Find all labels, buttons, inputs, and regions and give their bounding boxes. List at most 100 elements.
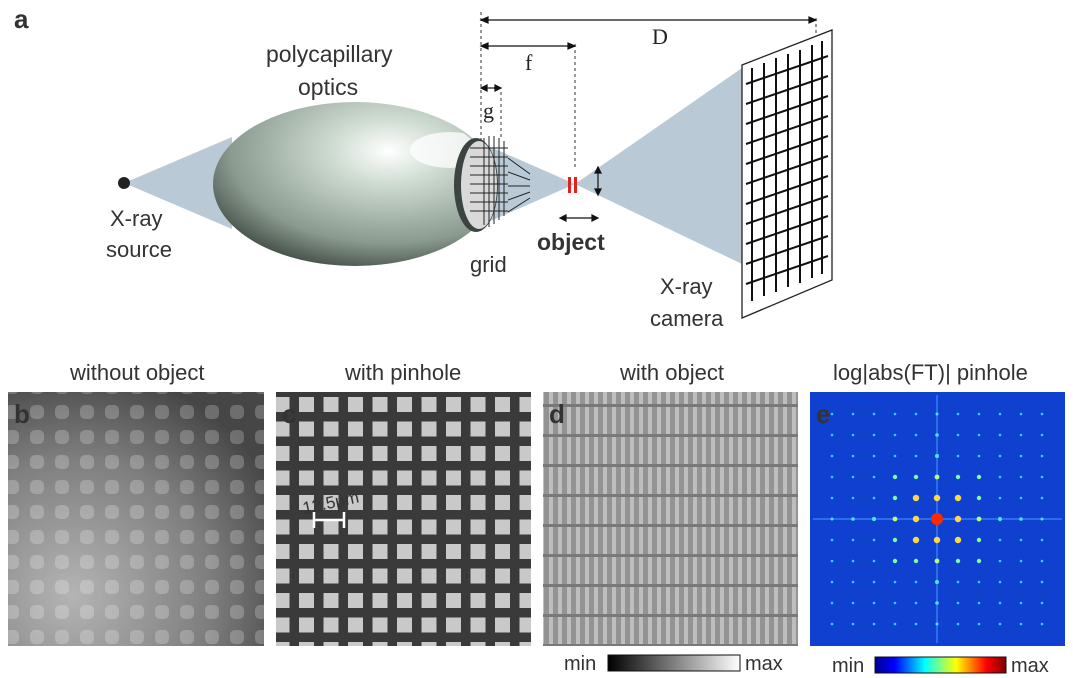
fft-spot [933, 494, 941, 502]
fft-spot [872, 454, 876, 458]
fft-spot [912, 536, 920, 544]
fft-spot [893, 601, 897, 605]
fft-spot [977, 580, 981, 584]
fft-spot [934, 474, 940, 480]
fft-spot [956, 580, 960, 584]
optics-label-line1: polycapillary [266, 41, 393, 67]
fft-spot [851, 475, 855, 479]
polycapillary-optics-lens [213, 102, 498, 266]
fft-spot [893, 412, 897, 416]
fft-spot [892, 558, 898, 564]
fft-spot [954, 494, 962, 502]
fft-spot [872, 601, 876, 605]
dimension-D-label: D [652, 24, 668, 49]
fft-spot [1019, 517, 1023, 521]
object-motion-arrow [558, 214, 600, 222]
panel-e-title: log|abs(FT)| pinhole [833, 360, 1028, 385]
fft-spot [935, 412, 939, 416]
grid-label: grid [470, 252, 507, 277]
panel-c-title: with pinhole [344, 360, 461, 385]
fft-spot [851, 454, 855, 458]
fft-spot [830, 559, 834, 563]
optics-label-line2: optics [298, 74, 358, 100]
fft-spot [893, 454, 897, 458]
source-label-line1: X-ray [110, 206, 163, 231]
fft-spot [977, 622, 981, 626]
fft-spot [851, 580, 855, 584]
x-ray-source-dot [118, 177, 130, 189]
fft-spot [1019, 538, 1023, 542]
fft-spot [954, 536, 962, 544]
fft-spot [998, 538, 1002, 542]
fft-spot [976, 537, 982, 543]
grid-mesh [470, 136, 531, 227]
fft-spot [830, 433, 834, 437]
panel-a-letter: a [14, 4, 29, 34]
fft-spot [893, 433, 897, 437]
fft-spot [955, 474, 961, 480]
panel-d-letter: d [549, 399, 565, 429]
jet-colorbar [874, 656, 1007, 674]
fft-spot [998, 475, 1002, 479]
fft-spot [1019, 412, 1023, 416]
fft-spot [914, 601, 918, 605]
fft-spot [851, 412, 855, 416]
fft-spot [893, 622, 897, 626]
panel-e-image [810, 392, 1065, 646]
fft-spot [872, 580, 876, 584]
object-marker-1 [568, 177, 571, 193]
gray-colorbar-min-label: min [564, 653, 596, 675]
fft-spot [977, 454, 981, 458]
fft-spot [830, 517, 834, 521]
jet-colorbar-max-label: max [1011, 655, 1049, 677]
fft-spot [955, 558, 961, 564]
fft-spot [1019, 496, 1023, 500]
fft-spot [956, 412, 960, 416]
fft-spot [872, 622, 876, 626]
fft-spot [998, 433, 1002, 437]
fft-spot [830, 496, 834, 500]
fft-spot [1040, 517, 1044, 521]
fft-spot [977, 412, 981, 416]
fft-spot [977, 601, 981, 605]
fft-spot [976, 495, 982, 501]
fft-spot [1040, 496, 1044, 500]
fft-spot [998, 454, 1002, 458]
panel-b-title: without object [69, 360, 205, 385]
fft-spot [851, 517, 855, 521]
fft-spot [1040, 580, 1044, 584]
fft-spot [934, 453, 940, 459]
fft-spot [914, 433, 918, 437]
fft-spot [872, 433, 876, 437]
fft-spot [851, 559, 855, 563]
fft-spot [913, 558, 919, 564]
fft-spot [830, 580, 834, 584]
fft-spot [998, 622, 1002, 626]
fft-spot [851, 601, 855, 605]
fft-spot [1019, 622, 1023, 626]
fft-spot [956, 454, 960, 458]
camera-label-line2: camera [650, 306, 724, 331]
fft-spot [830, 601, 834, 605]
fft-spot [914, 412, 918, 416]
fft-spot [998, 601, 1002, 605]
fft-spot [851, 433, 855, 437]
gray-colorbar-max-label: max [745, 653, 783, 675]
fft-spot [1019, 433, 1023, 437]
fft-spot [1040, 559, 1044, 563]
fft-spot [1040, 454, 1044, 458]
panel-e-letter: e [816, 399, 830, 429]
object-marker-2 [574, 177, 577, 193]
panel-c-letter: c [282, 399, 296, 429]
fft-spot [872, 412, 876, 416]
dimension-f-arrow [479, 42, 577, 50]
fft-spot [892, 537, 898, 543]
fft-spot [914, 580, 918, 584]
fft-spot [1019, 559, 1023, 563]
fft-spot [934, 579, 940, 585]
fft-spot [914, 622, 918, 626]
object-label: object [537, 229, 605, 255]
fft-spot [913, 474, 919, 480]
fft-spot [892, 474, 898, 480]
